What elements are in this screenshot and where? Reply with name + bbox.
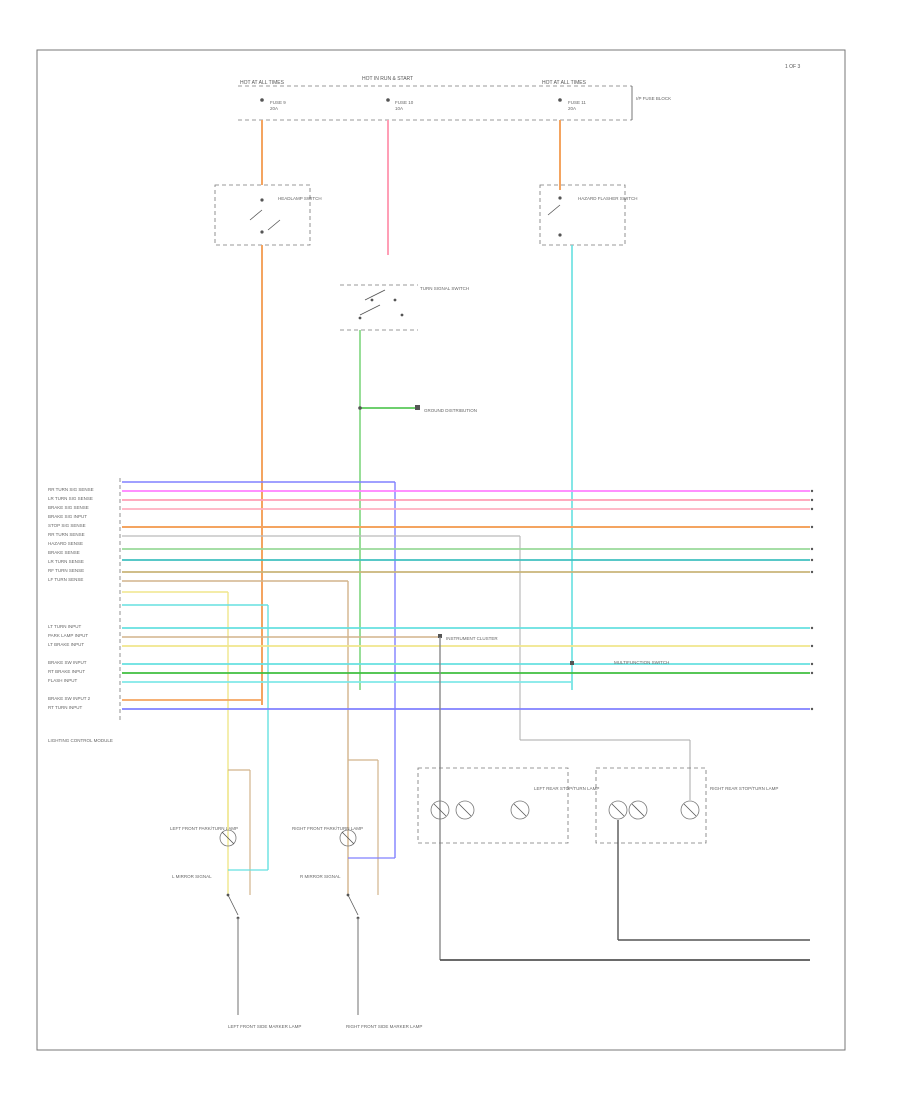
module-pin: FLASH INPUT — [48, 678, 78, 683]
left-rear-lamp-label: LEFT REAR STOP/TURN LAMP — [534, 786, 599, 791]
module-pin: RT BRAKE INPUT — [48, 669, 85, 674]
ground-note: GROUND DISTRIBUTION — [424, 408, 477, 413]
left-front-lamp-label: LEFT FRONT PARK/TURN LAMP — [170, 826, 238, 831]
module-pin: LT TURN INPUT — [48, 624, 82, 629]
module-pin: BRAKE SENSE — [48, 550, 80, 555]
diagram-frame — [36, 49, 846, 1051]
right-front-lamp: RIGHT FRONT PARK/TURN LAMP — [292, 826, 363, 847]
module-pin: BRAKE SW INPUT — [48, 660, 87, 665]
module-pin: BRAKE SIG SENSE — [48, 505, 89, 510]
module-pin: HAZARD SENSE — [48, 541, 83, 546]
right-front-lamp-label: RIGHT FRONT PARK/TURN LAMP — [292, 826, 363, 831]
left-rear-lamp: LEFT REAR STOP/TURN LAMP — [417, 767, 599, 844]
hazard-switch: HAZARD FLASHER SWITCH — [539, 184, 638, 246]
module-pin: RF TURN SENSE — [48, 568, 84, 573]
right-bottom-label: RIGHT FRONT SIDE MARKER LAMP — [346, 1024, 422, 1029]
module-pin-list: RR TURN SIG SENSE LR TURN SIG SENSE BRAK… — [48, 487, 94, 710]
module-label: LIGHTING CONTROL MODULE — [48, 738, 113, 743]
hot-label-right: HOT AT ALL TIMES — [542, 80, 587, 86]
module-pin: RT TURN INPUT — [48, 705, 83, 710]
hot-label-mid: HOT IN RUN & START — [362, 76, 413, 82]
mirror-right-label: R MIRROR SIGNAL — [300, 874, 341, 879]
bus-terminals — [810, 489, 814, 711]
left-side-marker: L MIRROR SIGNAL LEFT FRONT SIDE MARKER L… — [172, 874, 301, 1029]
headlamp-switch: HEADLAMP SWITCH — [214, 184, 322, 246]
connector-a-label: INSTRUMENT CLUSTER — [446, 636, 498, 641]
module-pin: LT BRAKE INPUT — [48, 642, 84, 647]
left-front-lamp: LEFT FRONT PARK/TURN LAMP — [170, 770, 238, 847]
turn-signal-switch: TURN SIGNAL SWITCH — [340, 284, 469, 331]
module-pin: RR TURN SIG SENSE — [48, 487, 94, 492]
connector-b-label: MULTIFUNCTION SWITCH — [614, 660, 669, 665]
module-pin: BRAKE SIG INPUT — [48, 514, 87, 519]
module-pin: LF TURN SENSE — [48, 577, 83, 582]
module-pin: RR TURN SENSE — [48, 532, 85, 537]
hot-label-left: HOT AT ALL TIMES — [240, 80, 285, 86]
module-pin: STOP SIG SENSE — [48, 523, 86, 528]
module-pin: PARK LAMP INPUT — [48, 633, 88, 638]
hazard-switch-label: HAZARD FLASHER SWITCH — [578, 196, 638, 201]
fuse-block: HOT AT ALL TIMES HOT IN RUN & START HOT … — [238, 76, 671, 121]
bus-lines — [122, 481, 810, 895]
mirror-left-label: L MIRROR SIGNAL — [172, 874, 212, 879]
fuse-panel-label: I/P FUSE BLOCK — [636, 96, 671, 101]
module-pin: BRAKE SW INPUT 2 — [48, 696, 91, 701]
headlamp-switch-label: HEADLAMP SWITCH — [278, 196, 322, 201]
right-rear-lamp: RIGHT REAR STOP/TURN LAMP — [595, 767, 778, 844]
bus-connectors: INSTRUMENT CLUSTER MULTIFUNCTION SWITCH — [438, 634, 669, 665]
turn-switch-label: TURN SIGNAL SWITCH — [420, 286, 469, 291]
module-pin: LR TURN SENSE — [48, 559, 84, 564]
module-pin: LR TURN SIG SENSE — [48, 496, 93, 501]
ground-tap: GROUND DISTRIBUTION — [358, 405, 477, 413]
left-bottom-label: LEFT FRONT SIDE MARKER LAMP — [228, 1024, 301, 1029]
right-side-marker: R MIRROR SIGNAL RIGHT FRONT SIDE MARKER … — [300, 874, 422, 1029]
right-rear-lamp-label: RIGHT REAR STOP/TURN LAMP — [710, 786, 778, 791]
page-ref: 1 OF 3 — [785, 64, 801, 70]
lighting-control-module: RR TURN SIG SENSE LR TURN SIG SENSE BRAK… — [48, 478, 121, 743]
